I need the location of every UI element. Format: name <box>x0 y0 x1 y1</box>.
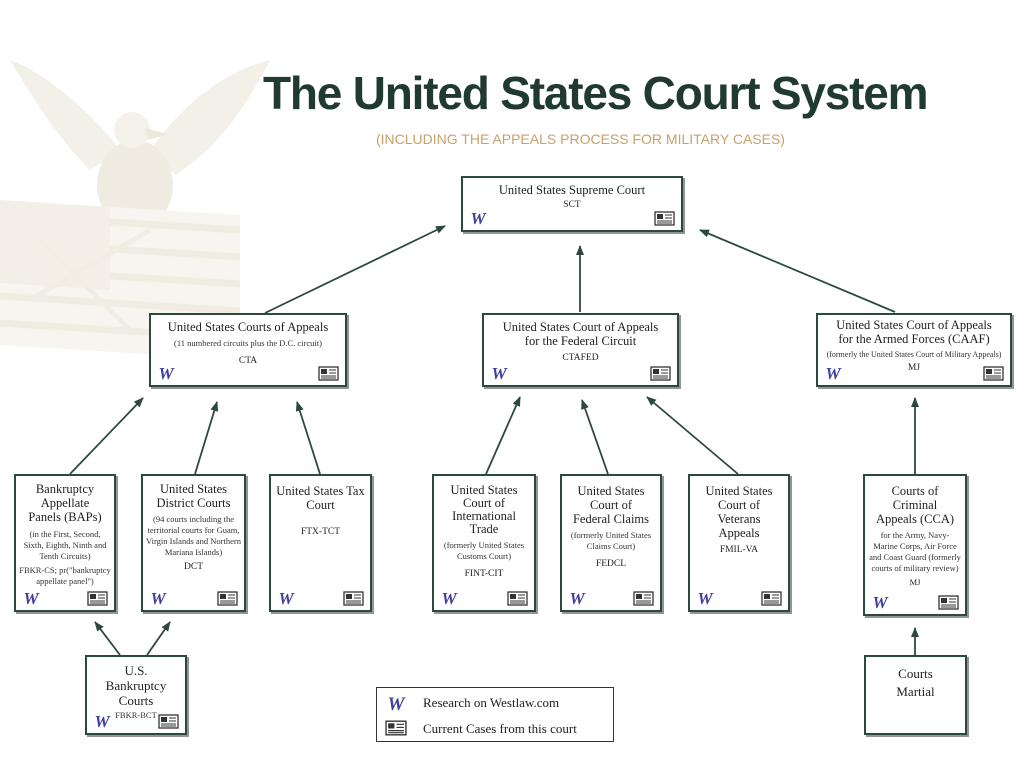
current-cases-news-icon[interactable] <box>507 591 528 606</box>
court-code: FINT-CIT <box>464 569 504 579</box>
court-name: United States Court of Appeals for the F… <box>502 320 659 348</box>
westlaw-w-icon[interactable]: W <box>157 365 175 381</box>
svg-text:W: W <box>441 590 458 606</box>
current-cases-news-icon[interactable] <box>654 211 675 226</box>
svg-text:W: W <box>158 365 175 381</box>
court-code: SCT <box>563 200 581 210</box>
court-name: Courts of Criminal Appeals (CCA) <box>875 484 955 526</box>
court-box-armed-forces-appeals: United States Court of Appeals for the A… <box>816 313 1012 387</box>
westlaw-w-icon[interactable]: W <box>149 590 167 606</box>
court-code: FEDCL <box>595 559 627 569</box>
current-cases-news-icon[interactable] <box>761 591 782 606</box>
svg-text:W: W <box>697 590 714 606</box>
svg-text:W: W <box>150 590 167 606</box>
court-name: United States Courts of Appeals <box>167 320 329 334</box>
court-code: FBKR-CS; pr("bankruptcy appellate panel"… <box>19 565 111 586</box>
svg-text:W: W <box>470 210 487 226</box>
westlaw-w-icon[interactable]: W <box>440 590 458 606</box>
westlaw-w-icon[interactable]: W <box>277 590 295 606</box>
court-name: Bankruptcy Appellate Panels (BAPs) <box>28 482 102 524</box>
court-description: (formerly United States Customs Court) <box>443 540 525 561</box>
court-code: MJ <box>907 363 921 373</box>
court-box-international-trade: United States Court of International Tra… <box>432 474 536 612</box>
court-name: United States Court of Federal Claims <box>572 484 650 526</box>
page-subtitle: (INCLUDING THE APPEALS PROCESS FOR MILIT… <box>376 131 785 147</box>
court-name: United States District Courts <box>156 482 231 510</box>
court-box-district-courts: United States District Courts (94 courts… <box>141 474 246 612</box>
court-box-supreme-court: United States Supreme Court SCT W <box>461 176 683 232</box>
westlaw-w-icon[interactable]: W <box>22 590 40 606</box>
current-cases-news-icon[interactable] <box>983 366 1004 381</box>
court-name: U.S. Bankruptcy Courts <box>105 663 167 708</box>
court-description: (94 courts including the territorial cou… <box>146 514 241 557</box>
westlaw-w-icon[interactable]: W <box>824 365 842 381</box>
court-code: FTX-TCT <box>300 527 341 537</box>
court-box-courts-of-appeals: United States Courts of Appeals (11 numb… <box>149 313 347 387</box>
current-cases-news-icon[interactable] <box>633 591 654 606</box>
court-code: MJ <box>909 577 921 587</box>
court-box-criminal-appeals: Courts of Criminal Appeals (CCA) for the… <box>863 474 967 616</box>
westlaw-w-icon[interactable]: W <box>871 594 889 610</box>
westlaw-w-icon[interactable]: W <box>696 590 714 606</box>
westlaw-w-icon[interactable]: W <box>469 210 487 226</box>
legend-label-current-cases: Current Cases from this court <box>423 721 577 736</box>
court-name: United States Court of Veterans Appeals <box>705 484 773 540</box>
court-name: United States Court of Appeals for the A… <box>836 318 992 346</box>
court-description: for the Army, Navy-Marine Corps, Air For… <box>869 530 961 573</box>
court-description: (in the First, Second, Sixth, Eighth, Ni… <box>23 529 107 561</box>
court-name: United States Court of International Tra… <box>450 483 518 536</box>
court-code: DCT <box>184 562 203 572</box>
svg-text:W: W <box>491 365 508 381</box>
svg-text:W: W <box>825 365 842 381</box>
page-title: The United States Court System <box>263 67 929 119</box>
legend-label-westlaw: Research on Westlaw.com <box>423 695 560 710</box>
court-box-federal-circuit: United States Court of Appeals for the F… <box>482 313 679 387</box>
current-cases-news-icon <box>385 720 407 736</box>
court-box-bankruptcy-appellate-panels: Bankruptcy Appellate Panels (BAPs) (in t… <box>14 474 116 612</box>
court-name: United States Tax Court <box>276 484 365 512</box>
westlaw-w-icon[interactable]: W <box>568 590 586 606</box>
svg-text:W: W <box>872 594 889 610</box>
svg-text:W: W <box>94 713 111 729</box>
current-cases-news-icon[interactable] <box>938 595 959 610</box>
court-box-veterans-appeals: United States Court of Veterans Appeals … <box>688 474 790 612</box>
court-box-courts-martial: Courts Martial <box>864 655 967 735</box>
current-cases-news-icon[interactable] <box>217 591 238 606</box>
svg-text:W: W <box>569 590 586 606</box>
westlaw-w-icon: W <box>388 694 407 712</box>
court-name: Courts Martial <box>896 666 935 699</box>
court-description: (11 numbered circuits plus the D.C. circ… <box>174 338 322 348</box>
current-cases-news-icon[interactable] <box>343 591 364 606</box>
current-cases-news-icon[interactable] <box>650 366 671 381</box>
court-code: CTAFED <box>562 353 599 363</box>
court-code: FMIL-VA <box>719 545 759 555</box>
court-description: (formerly the United States Court of Mil… <box>826 350 1002 359</box>
svg-text:W: W <box>23 590 40 606</box>
svg-text:W: W <box>388 694 407 712</box>
current-cases-news-icon[interactable] <box>318 366 339 381</box>
current-cases-news-icon[interactable] <box>158 714 179 729</box>
court-box-federal-claims: United States Court of Federal Claims (f… <box>560 474 662 612</box>
westlaw-w-icon[interactable]: W <box>490 365 508 381</box>
legend: W Research on Westlaw.com Current Cases … <box>376 687 614 742</box>
westlaw-w-icon[interactable]: W <box>93 713 111 729</box>
court-box-tax-court: United States Tax Court FTX-TCT W <box>269 474 372 612</box>
svg-text:W: W <box>278 590 295 606</box>
court-box-bankruptcy-courts: U.S. Bankruptcy Courts FBKR-BCT W <box>85 655 187 735</box>
court-code: CTA <box>238 356 258 366</box>
current-cases-news-icon[interactable] <box>87 591 108 606</box>
court-description: (formerly United States Claims Court) <box>570 530 652 551</box>
court-code: FBKR-BCT <box>115 710 157 720</box>
court-name: United States Supreme Court <box>498 183 646 197</box>
